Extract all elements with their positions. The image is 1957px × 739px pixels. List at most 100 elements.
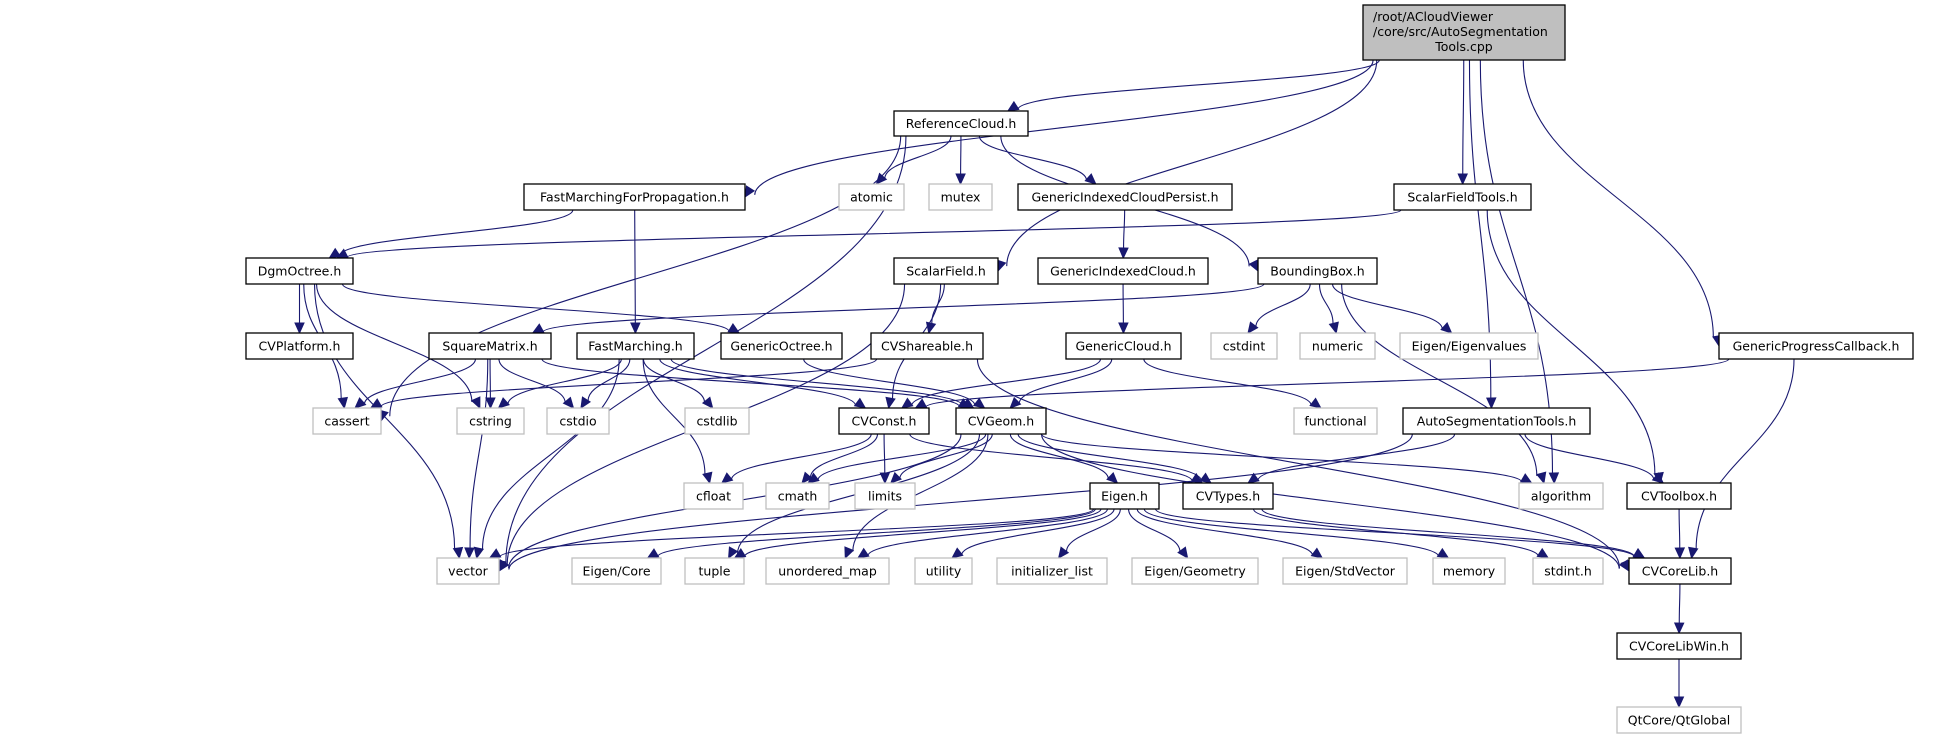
node-cvtypes-h[interactable]: CVTypes.h <box>1182 482 1274 510</box>
node-genericindexedcloud-h[interactable]: GenericIndexedCloud.h <box>1037 257 1209 285</box>
node-scalarfieldtools-h[interactable]: ScalarFieldTools.h <box>1393 183 1532 211</box>
node-label: mutex <box>941 190 981 205</box>
arrowhead <box>1309 397 1322 409</box>
arrowhead <box>337 396 348 410</box>
node-dgmoctree-h[interactable]: DgmOctree.h <box>245 257 354 285</box>
edge-dgmoctree-to-genericoctree <box>341 283 741 334</box>
arrowhead <box>701 396 714 409</box>
node-cstdio: cstdio <box>546 407 610 435</box>
node-genericprogresscallback-h[interactable]: GenericProgressCallback.h <box>1718 332 1914 360</box>
edge-line <box>1123 209 1126 249</box>
node-box <box>1293 407 1378 435</box>
node-label: vector <box>448 564 489 579</box>
node-cvgeom-h[interactable]: CVGeom.h <box>955 407 1047 435</box>
node-label: Eigen/StdVector <box>1295 564 1396 579</box>
node-squarematrix-h[interactable]: SquareMatrix.h <box>428 332 552 360</box>
node-stdint-h: stdint.h <box>1532 557 1604 585</box>
nodes-layer: /root/ACloudViewer/core/src/AutoSegmenta… <box>245 4 1914 734</box>
edge-line <box>587 358 631 402</box>
node-label-line: /root/ACloudViewer <box>1373 9 1494 24</box>
edge-line <box>961 508 1115 556</box>
edge-referencecloud-to-cassert <box>378 135 902 423</box>
edge-root-to-scalarfield <box>996 59 1378 273</box>
edge-line <box>542 283 1265 333</box>
node-label: ScalarFieldTools.h <box>1407 190 1517 205</box>
edge-cvconst-to-cmath <box>801 433 879 484</box>
arrowhead <box>1199 472 1212 484</box>
node-box <box>1432 557 1506 585</box>
node-label: numeric <box>1312 339 1363 354</box>
edge-genericoctree-to-cvgeom <box>803 358 986 409</box>
node-cvcorelib-h[interactable]: CVCoreLib.h <box>1628 557 1732 585</box>
edge-line <box>1695 358 1795 550</box>
arrowhead <box>1673 696 1685 709</box>
edge-line <box>1462 59 1465 175</box>
node-genericoctree-h[interactable]: GenericOctree.h <box>720 332 843 360</box>
node-label: unordered_map <box>778 564 877 579</box>
node-autosegmentationtools-h[interactable]: AutoSegmentationTools.h <box>1402 407 1591 435</box>
edge-line <box>1255 283 1311 327</box>
arrowhead <box>630 322 641 335</box>
edge-line <box>884 135 952 179</box>
edge-line <box>1678 508 1681 549</box>
edge-line <box>1017 59 1380 111</box>
arrowhead <box>1548 472 1560 485</box>
edge-fastmarchingforpropagation-to-fastmarching <box>630 209 641 335</box>
node-genericcloud-h[interactable]: GenericCloud.h <box>1065 332 1182 360</box>
arrowhead <box>1310 547 1324 559</box>
edge-line <box>809 433 879 478</box>
edge-fastmarching-to-cvgeom <box>670 358 975 409</box>
node-label: cstdint <box>1223 339 1266 354</box>
node-cvplatform-h[interactable]: CVPlatform.h <box>245 332 354 360</box>
node-cvconst-h[interactable]: CVConst.h <box>838 407 930 435</box>
node-fastmarching-h[interactable]: FastMarching.h <box>576 332 695 360</box>
edge-referencecloud-to-genericindexedcloudpersist <box>978 135 1097 185</box>
node-label: SquareMatrix.h <box>442 339 537 354</box>
node-fastmarchingforpropagation-h[interactable]: FastMarchingForPropagation.h <box>523 183 746 211</box>
node-box <box>546 407 610 435</box>
edge-cvgeom-to-eigen <box>1009 433 1119 484</box>
edge-line <box>1486 209 1656 475</box>
node-label: Eigen/Eigenvalues <box>1412 339 1527 354</box>
edge-scalarfield-to-cvshareable <box>925 283 945 335</box>
node-box <box>1299 332 1376 360</box>
node-scalarfield-h[interactable]: ScalarField.h <box>893 257 999 285</box>
node-referencecloud-h[interactable]: ReferenceCloud.h <box>893 110 1029 137</box>
node-label: GenericIndexedCloudPersist.h <box>1031 190 1218 205</box>
node-cvcorelibwin-h[interactable]: CVCoreLibWin.h <box>1616 632 1742 660</box>
arrowhead <box>914 398 928 409</box>
arrowhead <box>889 471 902 484</box>
arrowhead <box>702 471 713 485</box>
node-boundingbox-h[interactable]: BoundingBox.h <box>1257 257 1378 285</box>
node-atomic: atomic <box>838 183 905 211</box>
edge-squarematrix-to-cstdio <box>498 358 575 409</box>
edge-dgmoctree-to-cvplatform <box>294 284 305 335</box>
node-cstdint: cstdint <box>1210 332 1278 360</box>
edge-cvtypes-to-cvcorelib <box>1261 508 1646 559</box>
node-cvshareable-h[interactable]: CVShareable.h <box>870 332 984 360</box>
node-box <box>1718 332 1914 360</box>
edge-genericindexedcloudpersist-to-genericindexedcloud <box>1118 209 1129 260</box>
edge-line <box>659 358 857 406</box>
node-eigen-core: Eigen/Core <box>571 557 662 585</box>
node-eigen-h[interactable]: Eigen.h <box>1089 482 1160 510</box>
edge-line <box>363 358 477 405</box>
arrowhead <box>853 397 867 409</box>
node-box <box>1362 4 1566 61</box>
edge-referencecloud-to-mutex <box>955 135 966 186</box>
arrowhead <box>485 397 496 410</box>
node-box <box>684 557 745 585</box>
edge-line <box>1136 508 1314 556</box>
node-cvtoolbox-h[interactable]: CVToolbox.h <box>1626 482 1732 510</box>
node-box <box>854 482 916 510</box>
node-genericindexedcloudpersist-h[interactable]: GenericIndexedCloudPersist.h <box>1017 183 1233 211</box>
edge-line <box>1040 433 1620 569</box>
edge-line <box>924 358 1730 408</box>
edge-line <box>1018 358 1113 404</box>
edge-line <box>541 358 961 408</box>
node-algorithm: algorithm <box>1518 482 1604 510</box>
edge-line <box>909 433 1193 482</box>
node-root-file[interactable]: /root/ACloudViewer/core/src/AutoSegmenta… <box>1362 4 1566 61</box>
node-label: Eigen/Core <box>582 564 650 579</box>
edge-eigen-to-initializer-list <box>1057 508 1121 559</box>
